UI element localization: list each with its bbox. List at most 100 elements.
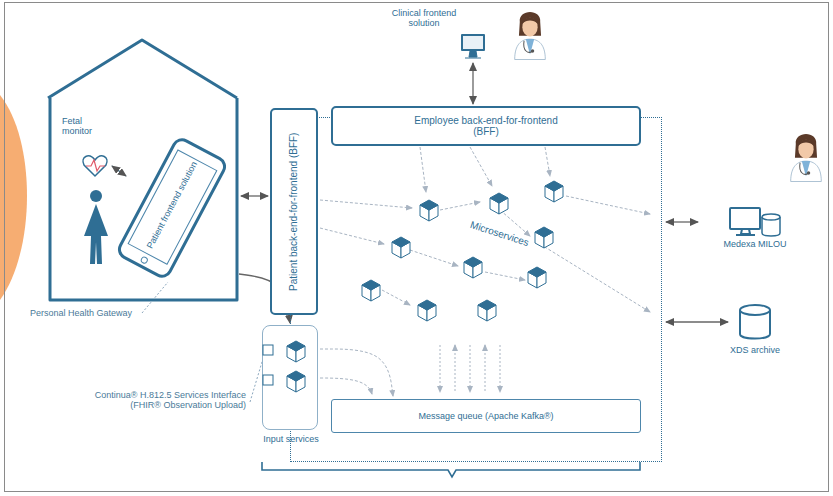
graphic-part [807, 171, 810, 174]
connector-arrow [241, 195, 268, 196]
service-flow [320, 228, 384, 244]
doctor-icon [515, 12, 546, 60]
graphic-part [531, 49, 534, 52]
service-flow [440, 202, 480, 210]
graphic-part [515, 39, 546, 59]
microservice-cube [420, 200, 438, 221]
microservice-cube [418, 300, 436, 321]
queue-flow [455, 345, 456, 392]
graphic-part [528, 267, 546, 277]
graphic-part [128, 150, 217, 264]
message-queue-box: Message queue (Apache Kafka®) [331, 399, 641, 433]
service-flow [320, 378, 372, 394]
home-house: Fetal monitorPatient frontend solution [40, 36, 245, 304]
service-flow [545, 147, 550, 176]
node-label: Employee back-end-for-frontend (BFF) [401, 115, 571, 138]
graphic-part [519, 12, 541, 36]
graphic-part [90, 190, 102, 202]
service-flow [566, 196, 650, 214]
node-label: Fetal monitor [62, 116, 110, 137]
graphic-part [116, 137, 227, 280]
node-label: XDS archive [710, 345, 800, 355]
service-flow [540, 244, 650, 312]
leader-line [142, 282, 168, 313]
node-label: Message queue (Apache Kafka®) [418, 411, 553, 421]
microservice-cube [287, 371, 305, 392]
queue-flow [485, 345, 486, 392]
graphic-part [522, 17, 537, 23]
interface-label: Continua® H.812.5 Services Interface (FH… [72, 390, 246, 411]
graphic-part [263, 345, 273, 355]
xds-archive: XDS archive [710, 300, 800, 360]
node-label: Input services [253, 434, 329, 444]
patient-phone: Patient frontend solution [122, 138, 222, 278]
service-flow [470, 147, 492, 186]
queue-flow [440, 345, 441, 392]
graphic-part [545, 181, 563, 191]
queue-flow [470, 345, 471, 392]
graphic-part [490, 193, 508, 203]
connector-arrow [320, 349, 393, 396]
node-label: Clinical frontend solution [385, 8, 463, 29]
graphic-part [464, 257, 482, 267]
microservices-cluster [320, 147, 650, 394]
input-services-box: Input services [262, 325, 318, 430]
graphic-part [740, 305, 770, 315]
service-flow [420, 147, 426, 192]
employee-bff-box: Employee back-end-for-frontend (BFF) [331, 106, 641, 146]
graphic-part [522, 18, 537, 37]
node-label: Microservices [469, 219, 531, 249]
service-flow [382, 290, 410, 305]
graphic-part [798, 140, 813, 159]
medexa-system: Medexa MILOU [700, 196, 810, 254]
graphic-part [795, 134, 817, 158]
graphic-part [287, 341, 305, 351]
graphic-part [86, 160, 105, 171]
doctor-icon [791, 134, 822, 182]
connector-arrow [666, 221, 698, 222]
graphic-part [48, 40, 237, 300]
platform-boundary: Microservices Employee back-end-for-front… [290, 117, 662, 462]
graphic-part [392, 237, 410, 247]
service-flow [410, 250, 458, 266]
graphic-part [730, 208, 760, 229]
microservice-cube [464, 257, 482, 278]
service-flow [320, 200, 412, 208]
graphic-part [465, 51, 481, 58]
microservice-cube [287, 341, 305, 362]
platform-brace [262, 462, 640, 477]
graphic-part [112, 166, 126, 176]
graphic-part [461, 34, 485, 51]
graphic-part [791, 161, 822, 181]
graphic-part [420, 200, 438, 210]
graphic-part [263, 375, 273, 385]
connector-arrow [472, 63, 473, 104]
graphic-part [287, 371, 305, 381]
microservice-cube [545, 181, 563, 202]
queue-flow [500, 345, 501, 392]
graphic-part [798, 139, 813, 145]
graphic-part [418, 300, 436, 310]
service-flow [485, 272, 525, 280]
graphic-part [478, 300, 496, 310]
graphic-part [116, 137, 227, 280]
microservice-cube [478, 300, 496, 321]
microservice-cube [490, 193, 508, 214]
microservice-cube [362, 280, 380, 301]
graphic-part [83, 156, 107, 176]
patient-bff-box: Patient back-end-for-frontend (BFF) [270, 108, 318, 315]
clinical-frontend: Clinical frontend solution [385, 4, 495, 62]
graphic-part [762, 214, 780, 220]
microservice-cube [535, 227, 553, 248]
frame [5, 3, 829, 492]
node-icon [263, 326, 319, 431]
graphic-part [362, 280, 380, 290]
graphic-part [140, 256, 148, 264]
graphic-part [84, 204, 108, 264]
gateway-label: Personal Health Gateway [30, 308, 150, 318]
connector-arrow [666, 321, 728, 322]
graphic-part [463, 36, 483, 49]
node-label: Patient back-end-for-frontend (BFF) [288, 122, 300, 302]
